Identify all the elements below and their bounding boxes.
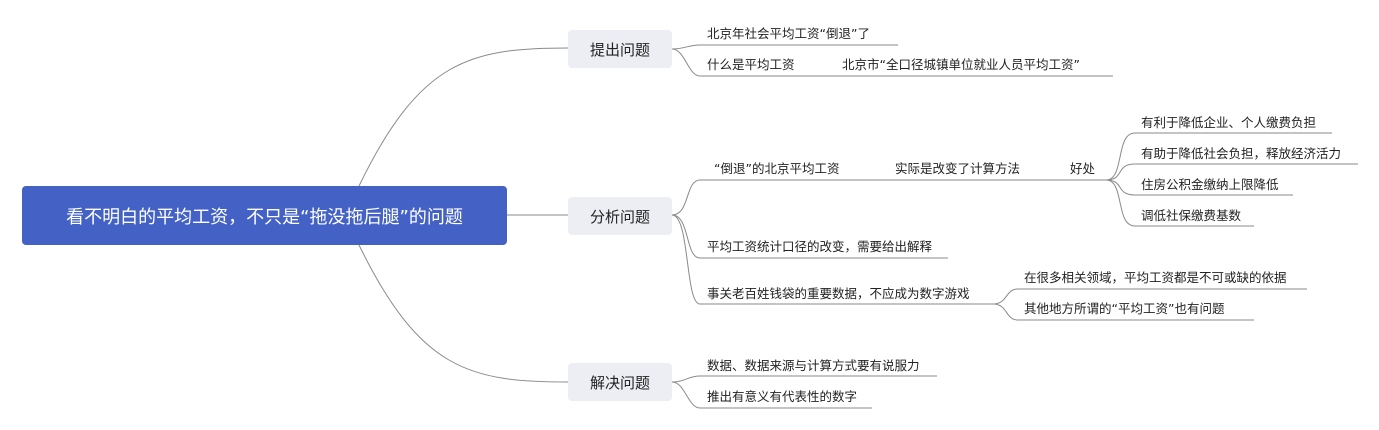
- leaf-benefit-lower-fees[interactable]: 有利于降低企业、个人缴费负担: [1141, 115, 1317, 130]
- connector-b1-leaf2: [671, 48, 836, 77]
- connector-root-b1: [358, 47, 569, 187]
- connector-haochu-c: [1105, 179, 1293, 196]
- leaf-indispensable-basis[interactable]: 在很多相关领域，平均工资都是不可或缺的依据: [1024, 270, 1287, 285]
- connector-b3-leaf2: [671, 381, 872, 409]
- branch-analyze-problem[interactable]: 分析问题: [568, 197, 672, 235]
- leaf-declined-beijing-salary[interactable]: “倒退”的北京平均工资: [714, 161, 840, 176]
- leaf-what-is-average-salary[interactable]: 什么是平均工资: [707, 57, 795, 72]
- connector-b1-leaf1: [671, 44, 898, 50]
- connector-root-b3: [358, 244, 569, 383]
- leaf-beijing-full-caliber[interactable]: 北京市“全口径城镇单位就业人员平均工资”: [842, 57, 1080, 72]
- leaf-other-regions-problem[interactable]: 其他地方所谓的“平均工资”也有问题: [1024, 301, 1225, 316]
- leaf-changed-calculation[interactable]: 实际是改变了计算方法: [895, 161, 1021, 176]
- branch-raise-problem[interactable]: 提出问题: [568, 30, 672, 68]
- leaf-beijing-salary-decline[interactable]: 北京年社会平均工资“倒退”了: [707, 26, 870, 41]
- connector-b2-leaf3-a: [992, 288, 1307, 305]
- leaf-convincing-data[interactable]: 数据、数据来源与计算方式要有说服力: [707, 358, 920, 373]
- root-topic[interactable]: 看不明白的平均工资，不只是“拖没拖后腿”的问题: [22, 186, 507, 245]
- connector-haochu-b: [1105, 163, 1358, 181]
- leaf-benefit-housing-fund[interactable]: 住房公积金缴纳上限降低: [1141, 177, 1279, 192]
- connector-b2-leaf3: [671, 214, 993, 305]
- connector-b2-leaf2: [671, 214, 948, 259]
- connector-haochu-d: [1105, 179, 1254, 227]
- leaf-benefit-economic-vitality[interactable]: 有助于降低社会负担，释放经济活力: [1141, 146, 1342, 161]
- connector-b2-leaf1: [671, 179, 880, 216]
- connector-haochu-a: [1105, 132, 1332, 181]
- branch-solve-problem[interactable]: 解决问题: [568, 363, 672, 401]
- leaf-benefit-social-security[interactable]: 调低社保缴费基数: [1141, 208, 1242, 223]
- leaf-meaningful-numbers[interactable]: 推出有意义有代表性的数字: [707, 389, 858, 404]
- connector-b2-leaf3-b: [992, 303, 1254, 321]
- connector-b3-leaf1: [671, 375, 937, 383]
- leaf-not-number-game[interactable]: 事关老百姓钱袋的重要数据，不应成为数字游戏: [707, 286, 970, 301]
- leaf-benefits[interactable]: 好处: [1070, 161, 1096, 176]
- leaf-need-explanation[interactable]: 平均工资统计口径的改变，需要给出解释: [707, 239, 933, 254]
